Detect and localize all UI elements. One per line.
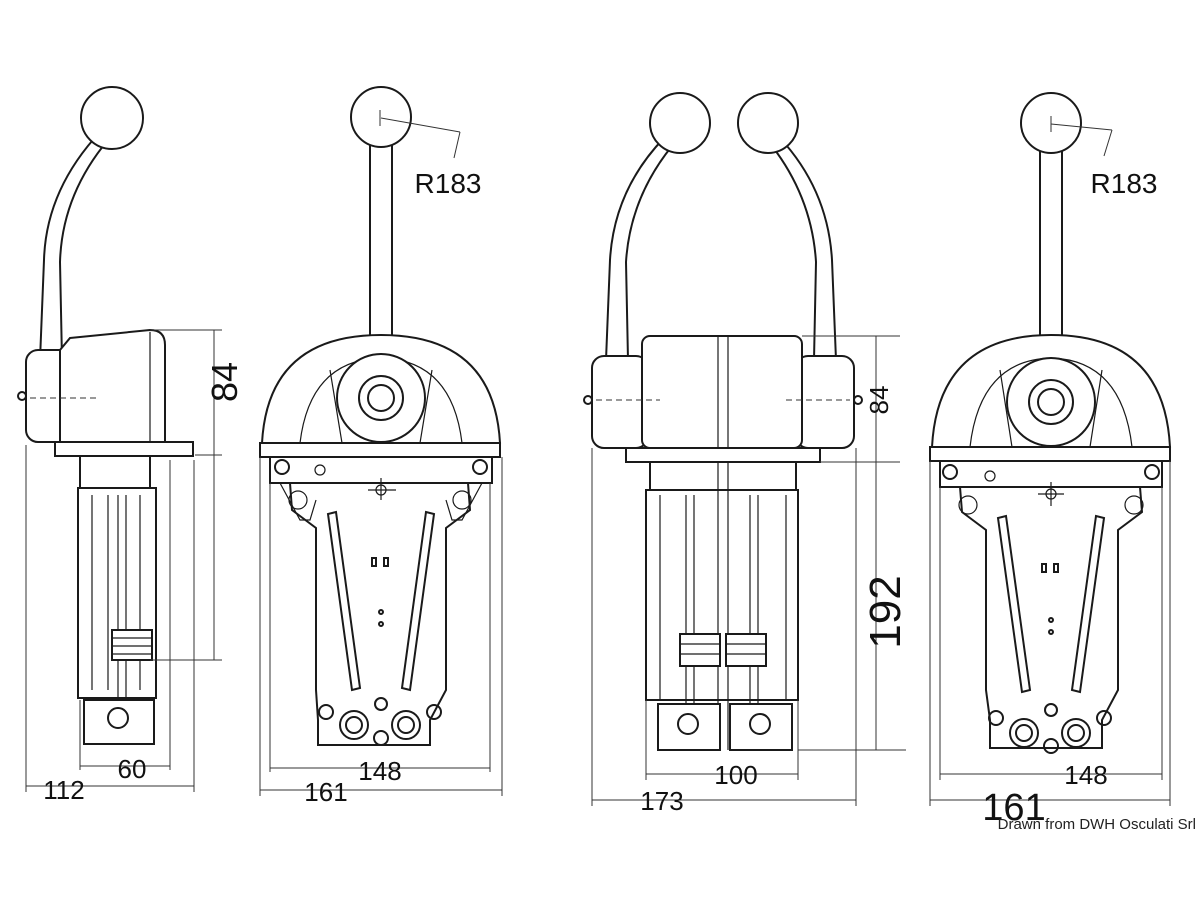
credit-caption: Drawn from DWH Osculati Srl [997, 816, 1196, 833]
dimension-60-112: 60 112 [25, 445, 195, 805]
dimension-84-192: 84 192 [798, 335, 910, 751]
dim-148-right-label: 148 [1064, 760, 1107, 790]
radius-label-right: R183 [1091, 168, 1158, 199]
dimension-84-left: 84 [150, 329, 245, 661]
dimension-100-173: 100 173 [591, 448, 857, 816]
dimension-148-161-left: 148 161 [259, 457, 503, 807]
dim-100-label: 100 [714, 760, 757, 790]
dual-lever-side-view [583, 92, 863, 751]
dimension-148-161-right: 148 161 [929, 461, 1171, 829]
dim-84-right-label: 84 [864, 386, 894, 415]
dim-161-left-label: 161 [304, 777, 347, 807]
dual-lever-front-view: R183 [929, 92, 1172, 754]
dim-192-label: 192 [861, 575, 910, 648]
dim-112-label: 112 [43, 775, 84, 805]
single-lever-side-view [17, 86, 194, 745]
dim-84-left-label: 84 [204, 362, 245, 402]
dim-173-label: 173 [640, 786, 683, 816]
dim-161-right-label: 161 [982, 787, 1045, 829]
dim-60-label: 60 [118, 754, 147, 784]
single-lever-front-view: R183 [259, 86, 502, 746]
dim-148-left-label: 148 [358, 756, 401, 786]
radius-label-left: R183 [415, 168, 482, 199]
